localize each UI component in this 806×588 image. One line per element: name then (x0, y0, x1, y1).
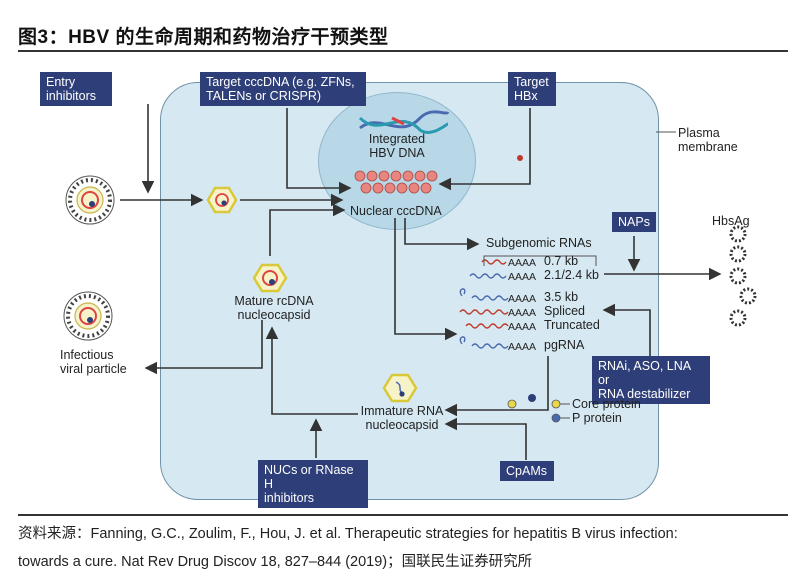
core-protein-dot-1 (507, 399, 517, 409)
release-arrow (144, 320, 263, 375)
target-hbx-arrow (438, 108, 531, 191)
mature-capsid (252, 263, 288, 293)
rna-truncated: Truncated (544, 318, 600, 332)
nuclear-cccdna-label: Nuclear cccDNA (350, 204, 442, 218)
core-protein-icon (551, 399, 561, 409)
transcription-arrow-1 (404, 218, 480, 251)
subgenomic-bracket (483, 255, 597, 266)
aaaa-tail: AAAA (508, 307, 537, 319)
aaaa-tail: AAAA (508, 293, 537, 305)
rna-2-1-2-4kb: 2.1/2.4 kb (544, 268, 599, 282)
core-protein-label: Core protein (572, 397, 641, 411)
cpams-box: CpAMs (500, 461, 554, 481)
title-divider (18, 50, 788, 52)
p-protein-label: P protein (572, 411, 622, 425)
maturation-arrow (265, 326, 358, 415)
rna-0-7kb: 0.7 kb (544, 254, 579, 268)
integrated-dna-helix (358, 110, 450, 134)
source-line-2: towards a cure. Nat Rev Drug Discov 18, … (18, 554, 533, 570)
encapsidation-arrow (444, 356, 549, 417)
subgenomic-rnas-label: Subgenomic RNAs (486, 236, 592, 250)
immature-capsid (382, 373, 418, 403)
hbsag-particles (729, 225, 757, 327)
source-line-1: 资料来源：Fanning, G.C., Zoulim, F., Hou, J. … (18, 526, 678, 542)
recycling-arrow (269, 203, 346, 256)
p-protein-dot-1 (528, 394, 536, 402)
aaaa-tail: AAAA (508, 341, 537, 353)
target-cccdna-box: Target cccDNA (e.g. ZFNs,TALENs or CRISP… (200, 72, 366, 106)
rna-spliced: Spliced (544, 304, 585, 318)
hbx-marker (517, 155, 523, 161)
naps-box: NAPs (612, 212, 656, 232)
rnai-arrow (602, 303, 651, 356)
aaaa-tail: AAAA (508, 257, 537, 269)
cpams-arrow (444, 417, 527, 460)
rna-transcripts (459, 259, 509, 349)
aaaa-tail: AAAA (508, 271, 537, 283)
cytoplasmic-capsid (206, 186, 238, 214)
entering-virion (65, 175, 115, 225)
aaaa-tail: AAAA (508, 321, 537, 333)
hbsag-label: HbsAg (712, 214, 750, 228)
rna-3-5kb: 3.5 kb (544, 290, 579, 304)
cccdna-minichromosome (354, 170, 438, 194)
target-cccdna-arrow (286, 108, 352, 195)
footer-divider (18, 514, 788, 516)
transcription-arrow-2 (394, 218, 458, 341)
rna-pgrna: pgRNA (544, 338, 585, 352)
infectious-particle (63, 291, 113, 341)
figure-title: 图3：HBV 的生命周期和药物治疗干预类型 (18, 27, 389, 48)
p-protein-icon (551, 413, 561, 423)
